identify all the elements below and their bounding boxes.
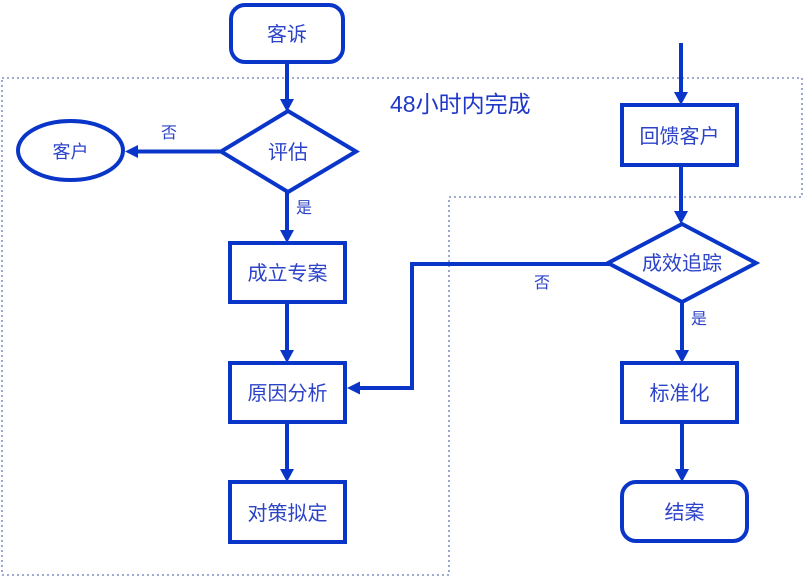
arrowhead-down-icon bbox=[674, 211, 688, 224]
arrowhead-down-icon bbox=[280, 99, 294, 112]
region-label: 48小时内完成 bbox=[390, 91, 531, 117]
edge-tracking-cause-no bbox=[359, 262, 609, 390]
node-feedback-customer: 回馈客户 bbox=[620, 103, 739, 167]
arrowhead-down-icon bbox=[280, 230, 294, 243]
node-countermeasure-label: 对策拟定 bbox=[248, 502, 328, 525]
node-establish-project-label: 成立专案 bbox=[248, 262, 328, 285]
node-cause-analysis-label: 原因分析 bbox=[248, 382, 328, 405]
edge-label-tracking-yes: 是 bbox=[691, 311, 707, 328]
edge-label-evaluate-yes: 是 bbox=[296, 200, 312, 217]
node-countermeasure: 对策拟定 bbox=[228, 480, 347, 544]
arrowhead-down-icon bbox=[674, 92, 688, 105]
arrowhead-left-icon bbox=[347, 381, 360, 395]
48h-region-border bbox=[1, 77, 803, 576]
node-close-case-label: 结案 bbox=[665, 501, 705, 524]
node-customer: 客户 bbox=[16, 119, 125, 182]
edge-label-tracking-no: 否 bbox=[534, 275, 550, 292]
arrowhead-down-icon bbox=[675, 469, 689, 482]
node-customer-label: 客户 bbox=[53, 142, 89, 162]
arrowhead-down-icon bbox=[280, 469, 294, 482]
node-standardization-label: 标准化 bbox=[650, 382, 710, 405]
node-customer-complaint: 客诉 bbox=[229, 3, 345, 64]
node-evaluate-label: 评估 bbox=[268, 141, 308, 164]
node-close-case: 结案 bbox=[620, 480, 749, 543]
node-effect-tracking-label: 成效追踪 bbox=[642, 252, 722, 275]
arrowhead-left-icon bbox=[125, 145, 138, 158]
edge-label-evaluate-no: 否 bbox=[161, 125, 177, 142]
node-effect-tracking-decision: 成效追踪 bbox=[603, 221, 761, 305]
arrowhead-down-icon bbox=[280, 350, 294, 363]
node-customer-complaint-label: 客诉 bbox=[267, 23, 307, 46]
node-feedback-customer-label: 回馈客户 bbox=[640, 125, 720, 148]
node-evaluate-decision: 评估 bbox=[217, 108, 360, 195]
node-establish-project: 成立专案 bbox=[228, 241, 347, 304]
node-standardization: 标准化 bbox=[620, 361, 739, 424]
arrowhead-down-icon bbox=[675, 350, 689, 363]
node-cause-analysis: 原因分析 bbox=[228, 361, 347, 424]
